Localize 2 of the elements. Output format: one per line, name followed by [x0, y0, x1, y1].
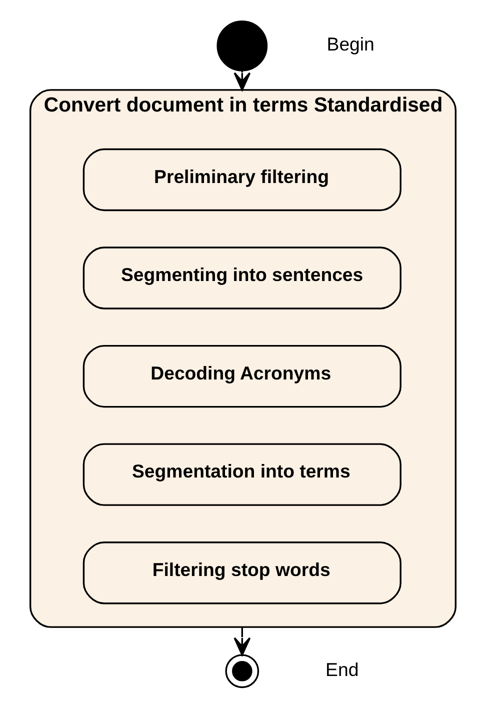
node-label: End — [325, 658, 358, 680]
node-label: Begin — [326, 34, 374, 55]
